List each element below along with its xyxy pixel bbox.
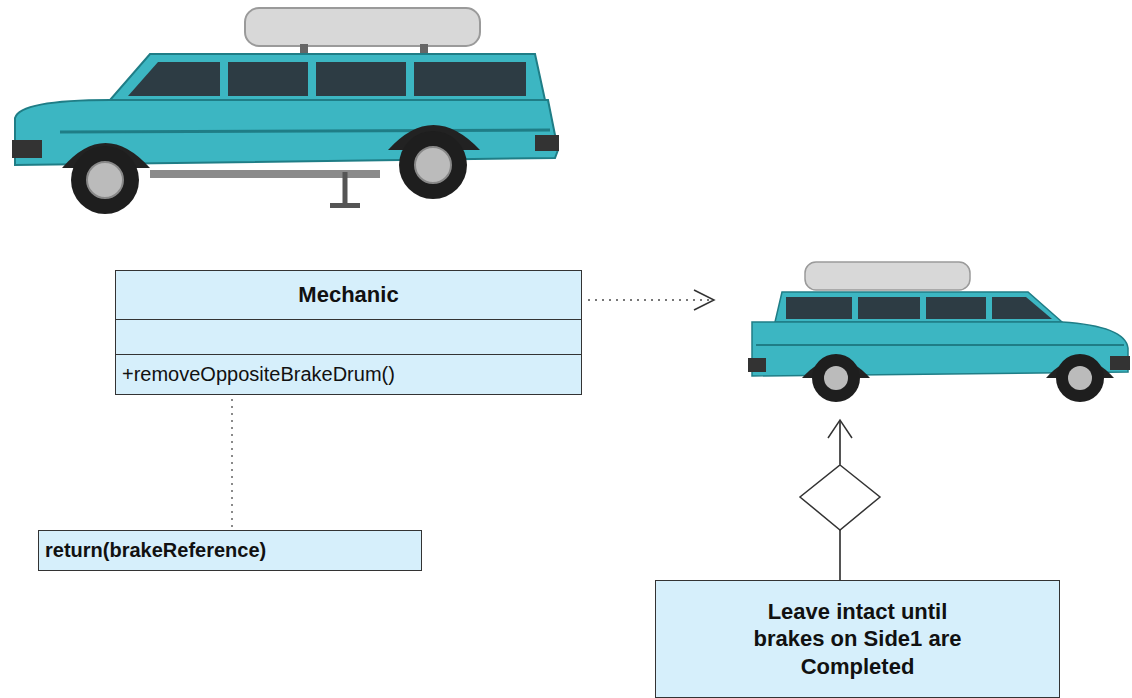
aggregation-diamond [800, 465, 880, 530]
aggregation-arrowhead [828, 420, 852, 438]
return-box: return(brakeReference) [38, 530, 422, 571]
method-signature: +removeOppositeBrakeDrum() [116, 355, 581, 394]
jeep-small [748, 262, 1130, 402]
class-box: Mechanic +removeOppositeBrakeDrum() [115, 270, 582, 395]
dependency-arrowhead [694, 290, 714, 310]
class-name: Mechanic [116, 271, 581, 320]
aggregation-line [839, 530, 841, 580]
aggregation-line [839, 421, 841, 465]
note-text: Leave intact until brakes on Side1 are C… [738, 598, 978, 681]
attribute-compartment [116, 320, 581, 355]
return-text: return(brakeReference) [45, 539, 415, 562]
note-box: Leave intact until brakes on Side1 are C… [655, 580, 1060, 698]
dependency-line [588, 299, 712, 301]
dependency-connector [232, 399, 233, 530]
jeep-large [12, 8, 559, 214]
